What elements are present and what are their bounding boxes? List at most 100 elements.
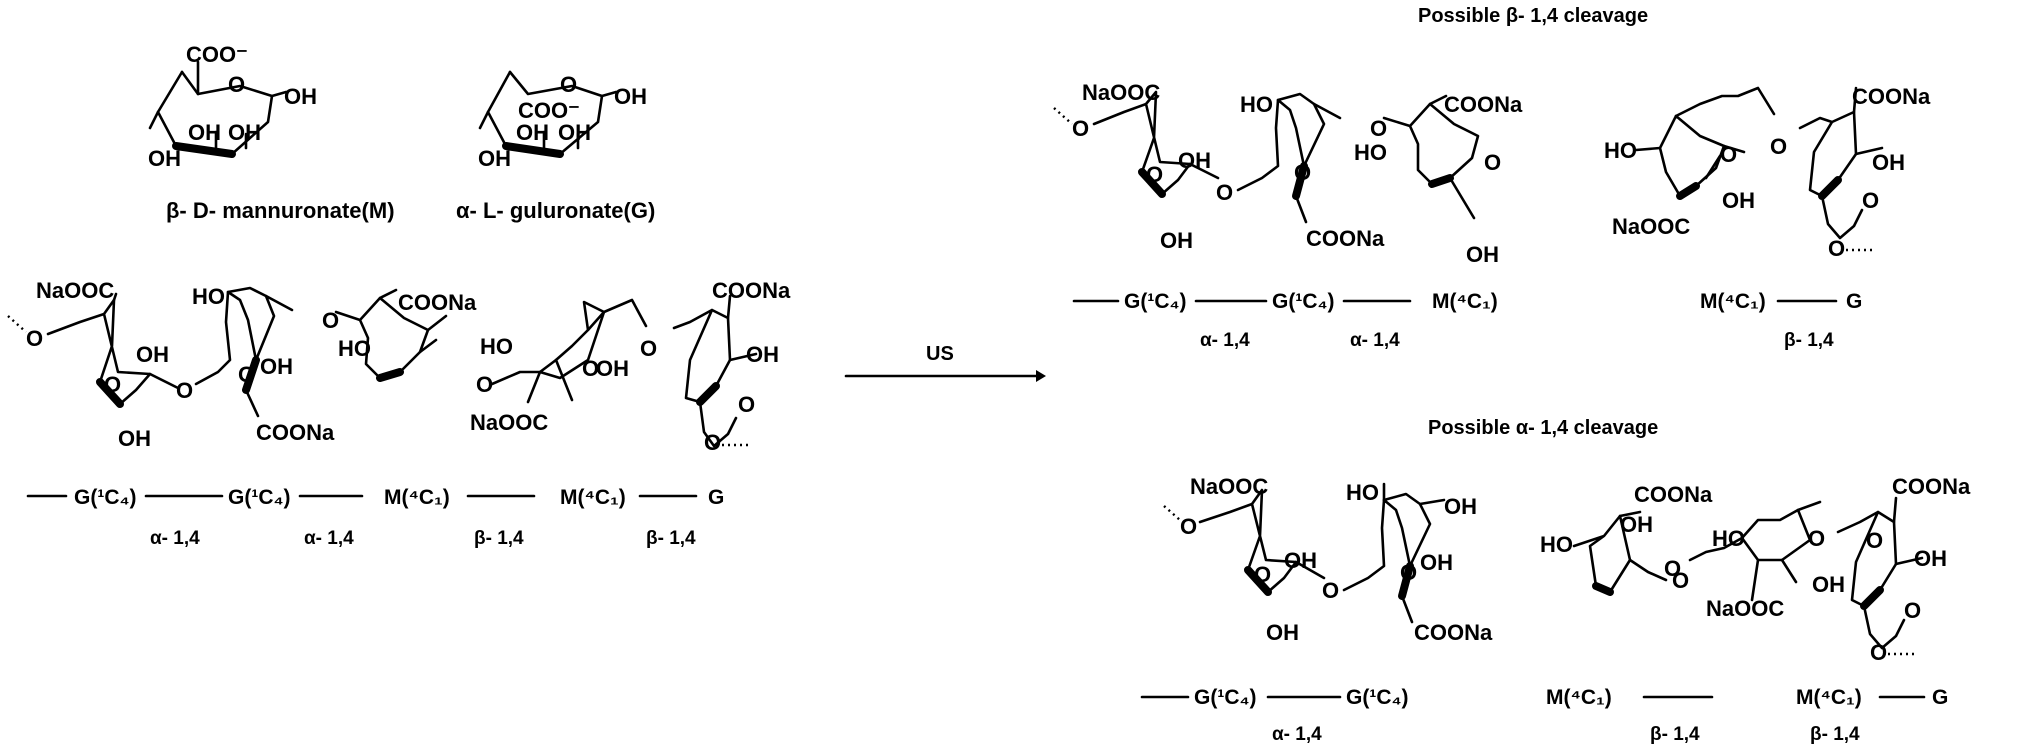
beta-fragment-1-structure: NaOOC O OH O OH O HO O COONa O COONa HO … bbox=[1053, 80, 1523, 267]
sequence-residue: G bbox=[1932, 686, 1948, 709]
mannuronate-monomer-structure: COO⁻ O OH OH OH OH bbox=[148, 42, 317, 171]
o-label: O bbox=[176, 378, 193, 403]
sequence-residue: G(¹C₄) bbox=[1272, 290, 1335, 313]
linkage-label: β- 1,4 bbox=[1810, 724, 1860, 745]
sequence-residue: G(¹C₄) bbox=[1124, 290, 1187, 313]
ho-label: HO bbox=[1346, 480, 1379, 505]
ring-oxygen-label: O bbox=[560, 72, 577, 97]
sequence-residue: G bbox=[1846, 290, 1862, 313]
naooc-label: NaOOC bbox=[1082, 80, 1160, 105]
ring-oxygen-label: O bbox=[1862, 188, 1879, 213]
oh-label: OH bbox=[1178, 148, 1211, 173]
oh-label: OH bbox=[1466, 242, 1499, 267]
sequence-residue: M(⁴C₁) bbox=[1796, 686, 1862, 709]
ring-oxygen-label: O bbox=[582, 356, 599, 381]
ring-oxygen-label: O bbox=[104, 372, 121, 397]
oh-label: OH bbox=[148, 146, 181, 171]
o-label: O bbox=[1322, 578, 1339, 603]
beta-cleavage-title: Possible β- 1,4 cleavage bbox=[1418, 5, 1648, 27]
ring-oxygen-label: O bbox=[228, 72, 245, 97]
ho-label: HO bbox=[192, 284, 225, 309]
oh-label: OH bbox=[284, 84, 317, 109]
guluronate-monomer-structure: COO⁻ O OH OH OH OH bbox=[478, 70, 647, 171]
ring-oxygen-label: O bbox=[1146, 162, 1163, 187]
o-label: O bbox=[1216, 180, 1233, 205]
ring-oxygen-label: O bbox=[1400, 560, 1417, 585]
ring-oxygen-label: O bbox=[738, 392, 755, 417]
alpha-fragment-1-sequence: G(¹C₄) G(¹C₄) α- 1,4 bbox=[1140, 686, 1409, 745]
ring-oxygen-label: O bbox=[1254, 562, 1271, 587]
sequence-residue: M(⁴C₁) bbox=[1432, 290, 1498, 313]
naooc-label: NaOOC bbox=[1190, 474, 1268, 499]
ho-label: HO bbox=[1712, 526, 1745, 551]
ho-label: HO bbox=[338, 336, 371, 361]
coona-label: COONa bbox=[712, 278, 791, 303]
o-label: O bbox=[476, 372, 493, 397]
coona-label: COONa bbox=[1892, 474, 1971, 499]
beta-fragment-2-structure: HO O OH NaOOC O COONa OH O O bbox=[1604, 84, 1931, 261]
oh-label: OH bbox=[558, 120, 591, 145]
o-label: O bbox=[640, 336, 657, 361]
oh-label: OH bbox=[1266, 620, 1299, 645]
oh-label: OH bbox=[228, 120, 261, 145]
ring-oxygen-label: O bbox=[1904, 598, 1921, 623]
coona-label: COONa bbox=[1414, 620, 1493, 645]
linkage-label: α- 1,4 bbox=[1200, 330, 1250, 351]
sequence-residue: G(¹C₄) bbox=[1194, 686, 1257, 709]
oh-label: OH bbox=[1914, 546, 1947, 571]
o-label: O bbox=[1770, 134, 1787, 159]
ho-label: HO bbox=[1240, 92, 1273, 117]
oh-label: OH bbox=[188, 120, 221, 145]
oh-label: OH bbox=[118, 426, 151, 451]
linkage-label: β- 1,4 bbox=[474, 528, 524, 549]
sequence-residue: M(⁴C₁) bbox=[384, 486, 450, 509]
naooc-label: NaOOC bbox=[36, 278, 114, 303]
naooc-label: NaOOC bbox=[470, 410, 548, 435]
o-label: O bbox=[322, 308, 339, 333]
coona-label: COONa bbox=[1306, 226, 1385, 251]
oh-label: OH bbox=[1420, 550, 1453, 575]
polymer-sequence-notation: G(¹C₄) G(¹C₄) M(⁴C₁) M(⁴C₁) G α- 1,4 α- … bbox=[26, 486, 724, 549]
ho-label: HO bbox=[480, 334, 513, 359]
sequence-residue: G bbox=[708, 486, 724, 509]
linkage-label: α- 1,4 bbox=[304, 528, 354, 549]
sequence-residue: M(⁴C₁) bbox=[1546, 686, 1612, 709]
coona-label: COONa bbox=[398, 290, 477, 315]
oh-label: OH bbox=[1160, 228, 1193, 253]
ultrasound-label: US bbox=[926, 343, 954, 365]
ho-label: HO bbox=[1354, 140, 1387, 165]
o-label: O bbox=[1672, 568, 1689, 593]
sequence-residue: G(¹C₄) bbox=[1346, 686, 1409, 709]
ring-oxygen-label: O bbox=[1664, 556, 1681, 581]
ring-oxygen-label: O bbox=[1294, 160, 1311, 185]
ring-oxygen-label: O bbox=[238, 362, 255, 387]
alpha-fragment-1-structure: NaOOC O OH O OH O HO OH O OH COONa bbox=[1163, 474, 1493, 645]
oh-label: OH bbox=[746, 342, 779, 367]
sequence-residue: G(¹C₄) bbox=[228, 486, 291, 509]
oh-label: OH bbox=[1872, 150, 1905, 175]
linkage-label: α- 1,4 bbox=[1350, 330, 1400, 351]
oh-label: OH bbox=[1722, 188, 1755, 213]
naooc-label: NaOOC bbox=[1612, 214, 1690, 239]
oh-label: OH bbox=[596, 356, 629, 381]
o-label: O bbox=[1180, 514, 1197, 539]
o-label: O bbox=[1072, 116, 1089, 141]
oh-label: OH bbox=[1812, 572, 1845, 597]
naooc-label: NaOOC bbox=[1706, 596, 1784, 621]
oh-label: OH bbox=[516, 120, 549, 145]
coo-minus-label: COO⁻ bbox=[518, 98, 580, 123]
coo-minus-label: COO⁻ bbox=[186, 42, 248, 67]
linkage-label: β- 1,4 bbox=[1650, 724, 1700, 745]
beta-fragment-1-sequence: G(¹C₄) G(¹C₄) M(⁴C₁) α- 1,4 α- 1,4 bbox=[1072, 290, 1498, 351]
linkage-label: β- 1,4 bbox=[646, 528, 696, 549]
o-label: O bbox=[1828, 236, 1845, 261]
linkage-label: β- 1,4 bbox=[1784, 330, 1834, 351]
mannuronate-caption: β- D- mannuronate(M) bbox=[166, 198, 395, 223]
o-label: O bbox=[26, 326, 43, 351]
oh-label: OH bbox=[1620, 512, 1653, 537]
ho-label: HO bbox=[1540, 532, 1573, 557]
alpha-fragment-2-sequence: M(⁴C₁) M(⁴C₁) G β- 1,4 β- 1,4 bbox=[1546, 686, 1948, 745]
linkage-label: α- 1,4 bbox=[150, 528, 200, 549]
coona-label: COONa bbox=[1634, 482, 1713, 507]
